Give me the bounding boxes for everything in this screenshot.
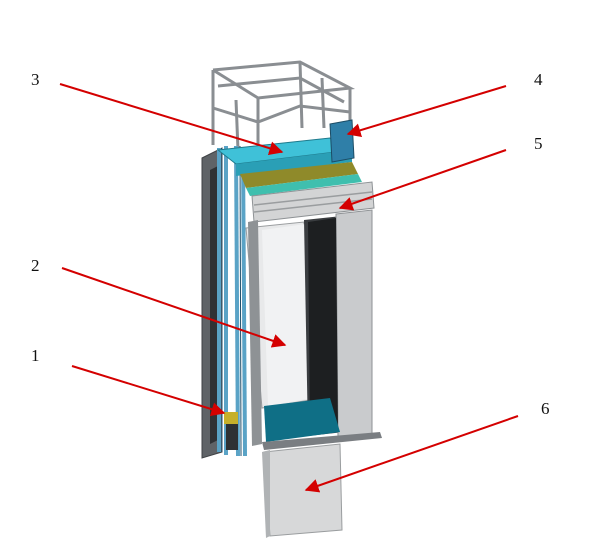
callout-4: 4 <box>534 70 543 89</box>
car-front-frame <box>248 209 373 446</box>
car-floor <box>262 398 382 450</box>
door-header <box>251 181 375 223</box>
callout-6: 6 <box>541 399 550 418</box>
top-frame-beams <box>240 162 362 196</box>
arrow-6 <box>304 415 519 493</box>
buffer <box>224 412 238 450</box>
callout-3: 3 <box>31 70 40 89</box>
guide-rails <box>217 145 247 457</box>
callout-5: 5 <box>534 134 543 153</box>
arrow-4 <box>346 85 507 138</box>
top-platform <box>216 119 355 176</box>
arrow-2 <box>61 267 287 348</box>
car-wall <box>245 221 312 409</box>
arrow-3 <box>59 83 284 156</box>
callout-arrows <box>59 83 519 493</box>
callout-2: 2 <box>31 256 40 275</box>
arrow-1 <box>71 365 226 416</box>
arrow-5 <box>338 149 507 211</box>
callout-1: 1 <box>31 346 40 365</box>
top-guardrail <box>211 60 356 152</box>
door-apron <box>262 443 343 538</box>
